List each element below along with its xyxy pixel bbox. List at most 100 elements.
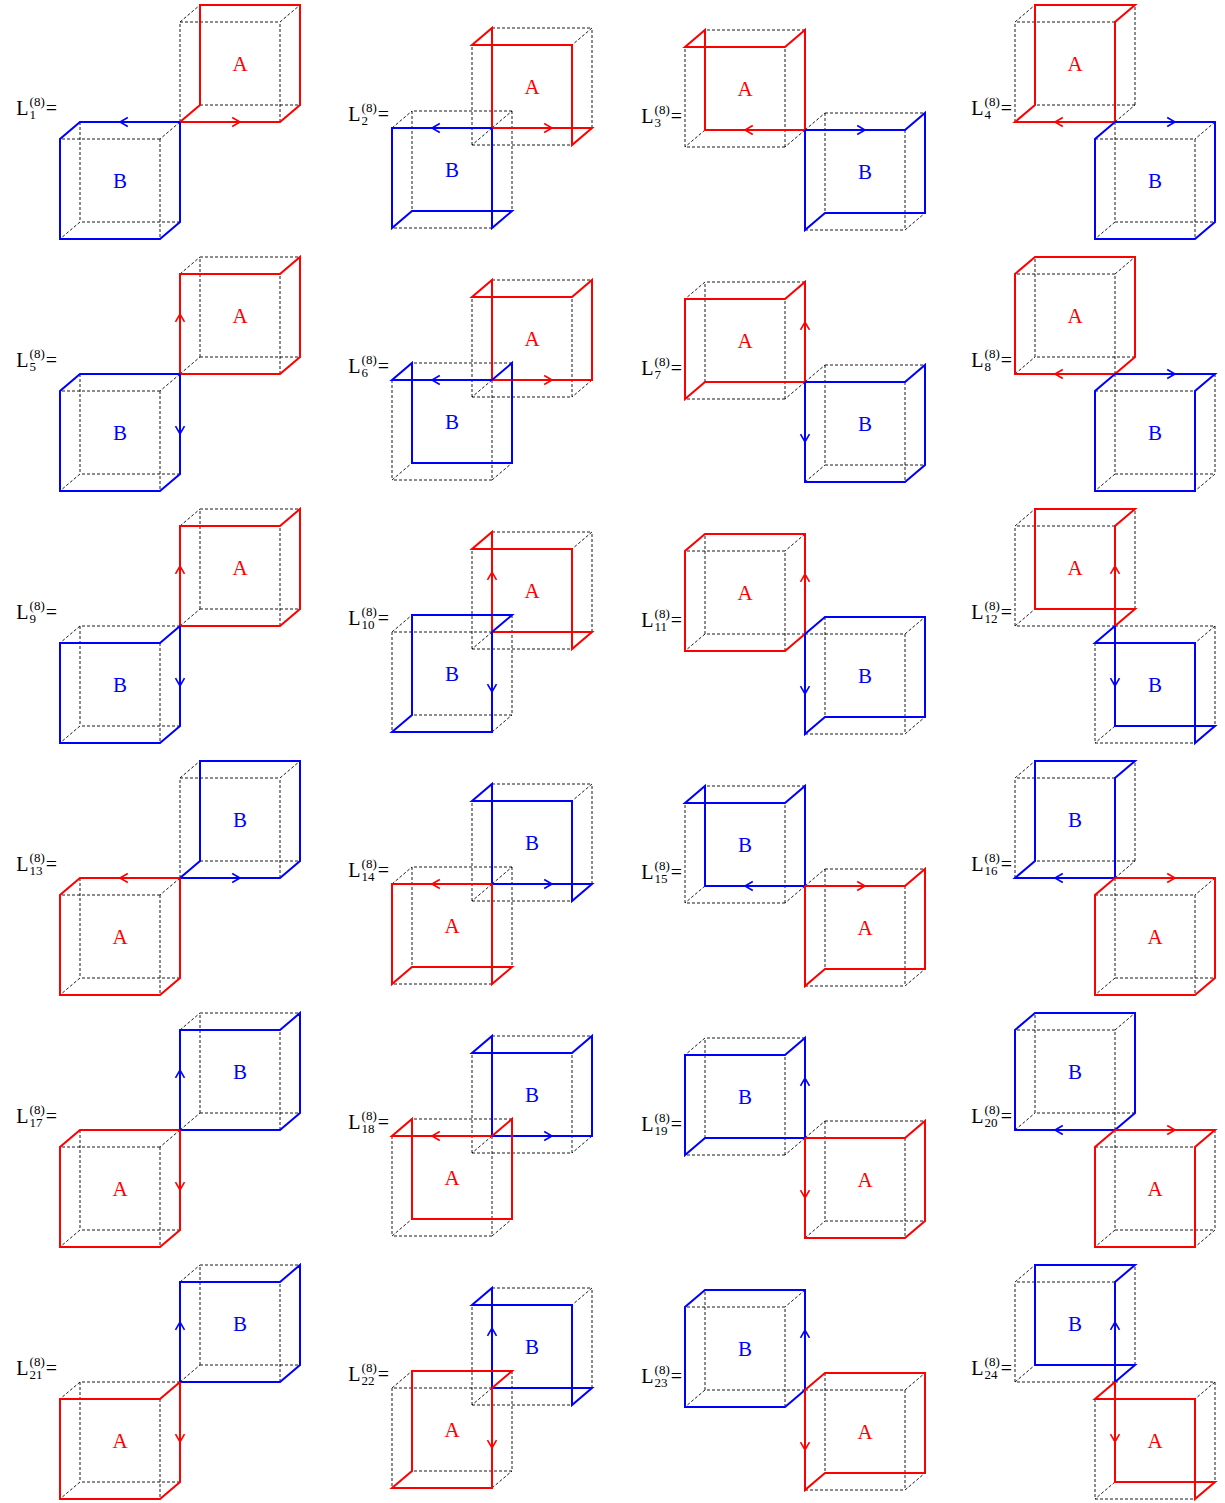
wilson-loop [472,1036,592,1136]
cube-edge [785,886,805,903]
subscript: 12 [985,612,998,625]
cube-edge [1015,626,1115,627]
cube-edge [412,715,512,716]
cube-edge [280,761,300,778]
cube-edge [1095,1147,1195,1148]
cube-edge [1195,878,1215,895]
cube-edge [472,1136,492,1153]
cube-edge [1115,1230,1215,1231]
cube-edge [1195,139,1196,239]
direction-arrow [801,1442,810,1450]
cube-edge [80,222,180,223]
cube-edge [1015,526,1115,527]
cube-edge [392,1388,393,1488]
operator-symbol: L [348,103,360,126]
direction-arrow [120,874,128,883]
cube-edge [572,1053,573,1153]
cube-edge [180,22,280,23]
equals-sign: = [671,1365,682,1388]
cube-edge [80,374,81,474]
cube-edge [200,509,201,609]
cube-edge [80,626,81,726]
direction-arrow [801,322,810,330]
cube-edge [1095,1230,1115,1247]
operator-symbol: L [971,601,983,624]
index-stack: (8)13 [30,851,45,877]
cube-edge [705,634,805,635]
cube-edge [60,895,160,896]
cube-edge [905,717,925,734]
index-stack: (8)9 [30,599,45,625]
cube-edge [825,365,925,366]
cube-edge [825,465,925,466]
loop-label: A [524,327,539,352]
cube-edge [60,626,80,643]
direction-arrow [801,574,810,582]
cube-edge [200,1113,300,1114]
direction-arrow [745,126,753,135]
loop-label: A [1067,556,1082,581]
cube-edge [825,113,826,213]
equals-sign: = [378,859,389,882]
cube-edge [60,391,160,392]
subscript: 8 [985,360,992,373]
cube-edge [60,139,160,140]
cube-edge [492,380,493,480]
cube-edge [1015,1365,1035,1382]
panel-label: L(8)21= [16,1355,57,1381]
cube-edge [785,803,786,903]
cube-edge [512,867,513,967]
wilson-loop [60,626,180,743]
cube-edge [1195,895,1196,995]
loop-label: B [113,421,127,446]
index-stack: (8)18 [362,1109,377,1135]
cube-edge [392,1236,492,1237]
cube-edge [80,1230,180,1231]
wilson-loop [1095,374,1215,491]
cube-edge [805,869,825,886]
direction-arrow [232,118,240,127]
loop-label: B [233,1312,247,1337]
loop-label: A [857,1420,872,1445]
cube-edge [160,122,180,139]
direction-arrow [801,1078,810,1086]
cube-edge [80,1482,180,1483]
cube-edge [200,1265,201,1365]
wilson-loop [1035,1265,1135,1382]
cube-edge [180,1113,200,1130]
cube-edge [1095,474,1115,491]
direction-arrow [544,376,552,385]
operator-symbol: L [348,859,360,882]
direction-arrow [544,1132,552,1141]
superscript: (8) [985,1355,1000,1368]
cube-edge [180,609,200,626]
cube-edge [1095,726,1115,743]
loop-label: B [525,831,539,856]
wilson-loop [472,532,592,649]
cube-edge [1015,22,1115,23]
index-stack: (8)12 [985,599,1000,625]
cube-edge [1115,978,1215,979]
cube-edge [412,867,413,967]
subscript: 14 [362,870,375,883]
direction-arrow [432,1132,440,1141]
panel-label: L(8)15= [641,859,682,885]
subscript: 3 [655,116,662,129]
cube-edge [180,5,200,22]
wilson-loop [805,1373,925,1490]
direction-arrow [801,1330,810,1338]
loop-label: B [1148,673,1162,698]
cube-edge [905,634,906,734]
cube-edge [200,257,300,258]
cube-edge [472,649,572,650]
cube-edge [492,463,512,480]
panel-label: L(8)6= [348,353,389,379]
direction-arrow [488,1440,497,1448]
cube-edge [685,399,785,400]
cube-edge [592,532,593,632]
index-stack: (8)22 [362,1361,377,1387]
cube-edge [825,869,925,870]
cube-edge [60,1482,80,1499]
